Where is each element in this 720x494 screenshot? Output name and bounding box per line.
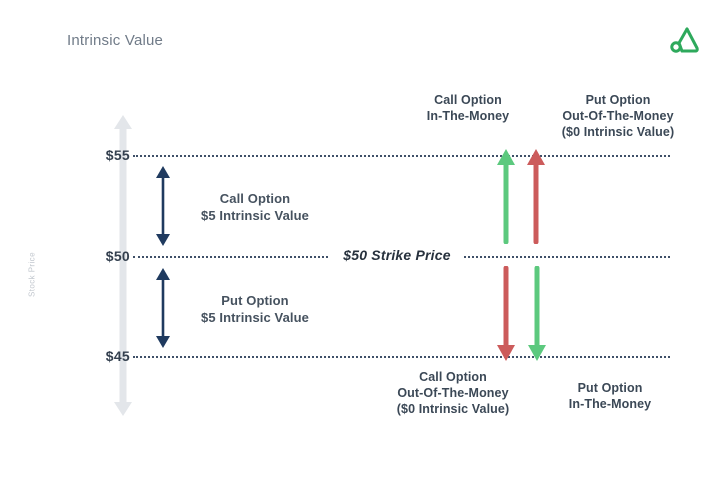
call-itm-line-1: Call Option <box>434 93 502 107</box>
call-otm-annotation: Call Option Out-Of-The-Money ($0 Intrins… <box>373 369 533 417</box>
page-title: Intrinsic Value <box>67 32 164 49</box>
strike-price-label: $50 Strike Price <box>343 247 451 263</box>
put-itm-line-1: Put Option <box>577 381 643 395</box>
brand-logo-icon <box>668 24 700 56</box>
put-itm-arrow <box>526 265 548 362</box>
y-tick-45: $45 <box>105 348 130 364</box>
put-otm-arrow <box>525 148 547 245</box>
call-otm-arrow <box>495 265 517 362</box>
call-itm-arrow <box>495 148 517 245</box>
y-tick-50: $50 <box>105 248 130 264</box>
put-intrinsic-measure-arrow <box>154 268 172 348</box>
put-intrinsic-measure-label: Put Option $5 Intrinsic Value <box>180 292 330 326</box>
call-itm-line-2: In-The-Money <box>426 109 510 123</box>
put-itm-line-2: In-The-Money <box>568 397 652 411</box>
put-otm-line-1: Put Option <box>585 93 651 107</box>
call-intrinsic-measure-arrow <box>154 166 172 246</box>
gridline-50-right <box>464 256 670 258</box>
put-measure-line-2: $5 Intrinsic Value <box>200 310 309 325</box>
call-measure-line-2: $5 Intrinsic Value <box>200 208 309 223</box>
y-tick-55: $55 <box>105 147 130 163</box>
call-itm-annotation: Call Option In-The-Money <box>398 92 538 124</box>
put-measure-line-1: Put Option <box>221 293 289 308</box>
gridline-45 <box>133 356 670 358</box>
put-itm-annotation: Put Option In-The-Money <box>540 380 680 412</box>
put-otm-annotation: Put Option Out-Of-The-Money ($0 Intrinsi… <box>538 92 698 140</box>
y-axis-title: Stock Price <box>27 252 37 297</box>
put-otm-line-3: ($0 Intrinsic Value) <box>561 125 675 139</box>
call-otm-line-3: ($0 Intrinsic Value) <box>396 402 510 416</box>
call-measure-line-1: Call Option <box>219 191 291 206</box>
put-otm-line-2: Out-Of-The-Money <box>562 109 674 123</box>
call-otm-line-1: Call Option <box>419 370 487 384</box>
gridline-50-left <box>133 256 328 258</box>
gridline-55 <box>133 155 670 157</box>
call-otm-line-2: Out-Of-The-Money <box>397 386 509 400</box>
y-axis-arrow <box>113 113 133 418</box>
call-intrinsic-measure-label: Call Option $5 Intrinsic Value <box>180 190 330 224</box>
